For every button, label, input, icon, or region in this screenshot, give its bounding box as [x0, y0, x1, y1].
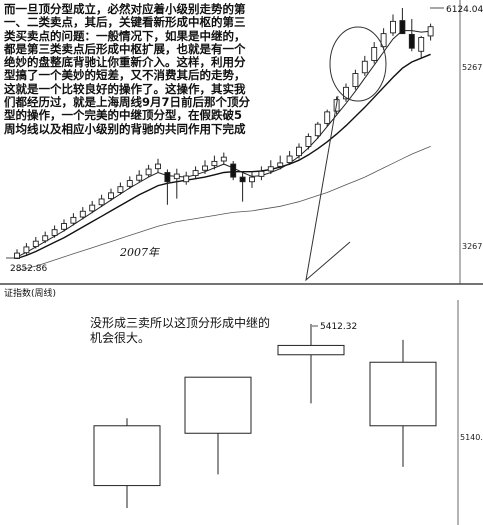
annotation-ellipse: [329, 26, 387, 102]
bottom-candle-body: [93, 425, 161, 487]
top-candle-body: [155, 163, 161, 170]
annotation-line: 而一旦顶分型成立，必然对应着小级别走势的第: [4, 2, 246, 16]
bottom-candle-body: [184, 376, 252, 434]
top-candle-body: [305, 136, 312, 147]
top-annotation-text: 而一旦顶分型成立，必然对应着小级别走势的第 一、二类卖点，其后，关键看新形成中枢…: [4, 2, 304, 136]
top-candle-body: [380, 33, 387, 48]
bottom-candles: [93, 324, 437, 508]
annotation-line: 型的操作，一个完美的中继顶分型，在假跌破5: [4, 108, 242, 123]
top-candle-body: [202, 165, 208, 171]
year-annotation: 2007年: [119, 246, 160, 259]
top-candle-body: [136, 174, 143, 181]
annotation-line: 们都经历过，就是上海周线9月7日前后那个顶分: [4, 95, 251, 110]
top-axis-label-upper: 5267.5: [462, 63, 483, 72]
top-candle-body: [61, 223, 67, 230]
top-candle-body: [230, 163, 237, 178]
top-low-label: 2852.86: [10, 264, 47, 274]
bottom-chart-title: 证指数(周线): [4, 287, 56, 299]
top-candle-body: [14, 252, 20, 259]
top-candle-body: [408, 33, 415, 49]
top-candle-body: [173, 173, 180, 180]
top-candle-body: [98, 198, 105, 206]
annotation-line: 绝妙的盘整底背驰让你重新介入。这样，利用分: [4, 55, 246, 70]
top-candle-body: [277, 162, 284, 167]
top-candle-body: [126, 180, 133, 187]
annotation-line: 周均线以及相应小级别的背驰的共同作用下完成: [4, 121, 246, 136]
annotation-line: 机会很大。: [90, 331, 151, 345]
annotation-line: 类买卖点的问题：一般情况下，如果是中继的，: [4, 28, 246, 43]
bottom-axis-label: 5140.3: [460, 433, 483, 442]
top-high-label: 6124.04: [446, 5, 483, 15]
top-candle-body: [361, 60, 368, 74]
top-candle-body: [314, 123, 321, 137]
top-axis-label-lower: 3267.5: [462, 242, 483, 251]
bottom-high-label: 5412.32: [320, 322, 357, 332]
top-candle-body: [32, 240, 39, 248]
top-candle-body: [89, 204, 96, 212]
top-candle-body: [390, 20, 396, 34]
top-candle-body: [145, 168, 152, 176]
top-candle-body: [192, 170, 199, 177]
top-candle-body: [70, 216, 77, 224]
top-candle-body: [117, 186, 124, 193]
top-candle-body: [183, 175, 190, 183]
top-candle-body: [296, 146, 302, 157]
top-candle-body: [51, 229, 58, 236]
bottom-candle-body: [369, 361, 437, 427]
top-candle-body: [249, 176, 255, 183]
top-candles: [14, 8, 434, 259]
bottom-candle-body: [277, 344, 345, 356]
top-candle-body: [239, 176, 246, 183]
top-candle-body: [211, 160, 218, 167]
top-candle-body: [267, 166, 274, 172]
top-candle-body: [108, 192, 114, 200]
ma-long-line: [16, 53, 431, 260]
top-candle-body: [343, 86, 349, 100]
top-candle-body: [427, 26, 434, 37]
annotation-arrow: [305, 95, 351, 282]
top-candle-body: [42, 235, 49, 242]
annotation-line: 没形成三卖所以这顶分形成中继的: [90, 316, 271, 330]
top-candle-body: [79, 210, 86, 218]
annotation-line: 都是第三类卖点后形成中枢扩展，也就是有一个: [4, 41, 246, 56]
top-candle-body: [418, 37, 425, 52]
annotation-line: 一、二类卖点，其后，关键看新形成中枢的第三: [4, 15, 246, 30]
top-candle-body: [164, 172, 171, 183]
top-candle-body: [324, 111, 331, 124]
top-candle-body: [371, 46, 378, 61]
top-candle-body: [286, 155, 293, 163]
top-candle-body: [220, 156, 227, 162]
annotation-line: 这就是一个比较良好的操作了。这操作，其实我: [4, 81, 246, 96]
top-candle-body: [258, 170, 265, 177]
bottom-annotation-text: 没形成三卖所以这顶分形成中继的 机会很大。: [90, 316, 320, 346]
annotation-line: 型搞了一个美妙的短差，又不消费其后的走势，: [4, 68, 246, 83]
top-candle-body: [23, 246, 30, 254]
top-candle-body: [352, 73, 359, 88]
ma-longer-line: [16, 146, 431, 272]
top-candle-body: [399, 20, 406, 35]
